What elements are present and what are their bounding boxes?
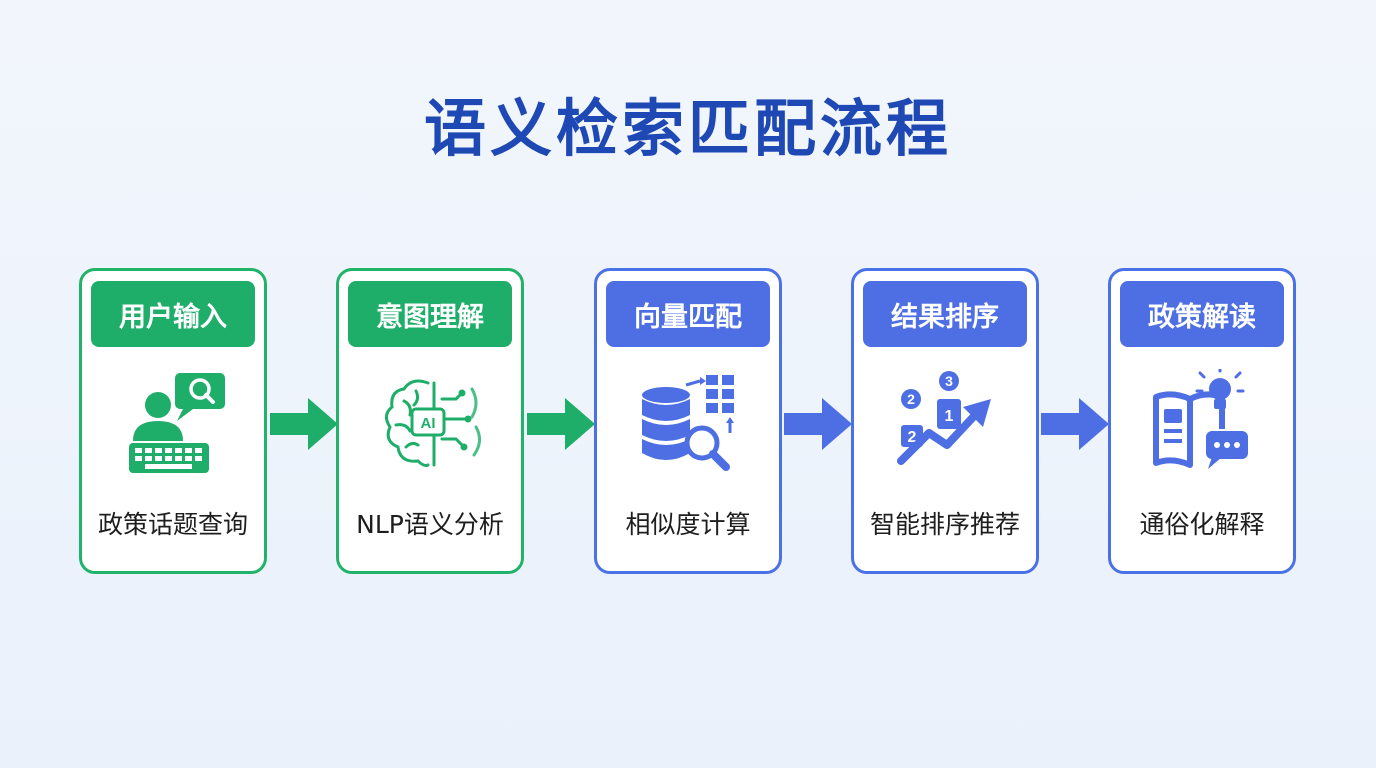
step-description: 通俗化解释 — [1139, 510, 1265, 539]
rank-2-step-label: 2 — [908, 429, 917, 446]
step-description: 智能排序推荐 — [869, 510, 1020, 539]
step-description: 政策话题查询 — [97, 510, 248, 539]
step-card-vector-match: 向量匹配 相似度计算 — [594, 268, 782, 574]
rank-2-label: 2 — [907, 391, 915, 407]
flow-arrow-icon — [1041, 398, 1109, 450]
step-label: 意图理解 — [348, 281, 512, 347]
rank-1-label: 1 — [945, 408, 954, 425]
step-label: 用户输入 — [91, 281, 255, 347]
user-query-icon — [129, 373, 225, 473]
ai-brain-icon: AI — [385, 379, 481, 467]
step-card-policy-interpretation: 政策解读 通俗化解释 — [1108, 268, 1296, 574]
book-lightbulb-icon — [1153, 369, 1248, 469]
step-card-ranking: 结果排序 3 2 1 2 智能排序推荐 — [851, 268, 1039, 574]
vector-database-search-icon — [642, 375, 734, 471]
flow-arrow-icon — [527, 398, 595, 450]
flow-arrow-icon — [784, 398, 852, 450]
step-card-user-input: 用户输入 政策话题查询 — [79, 268, 267, 574]
step-label: 政策解读 — [1120, 281, 1284, 347]
step-description: 相似度计算 — [625, 510, 751, 539]
step-label: 向量匹配 — [606, 281, 770, 347]
step-label: 结果排序 — [863, 281, 1027, 347]
ai-chip-label: AI — [421, 415, 436, 432]
flow-arrow-icon — [270, 398, 338, 450]
ranking-chart-icon: 3 2 1 2 — [897, 371, 991, 465]
step-description: NLP语义分析 — [356, 510, 504, 539]
step-card-intent: 意图理解 AI NLP语义分析 — [336, 268, 524, 574]
page-title: 语义检索匹配流程 — [423, 92, 952, 165]
rank-3-label: 3 — [945, 373, 953, 389]
